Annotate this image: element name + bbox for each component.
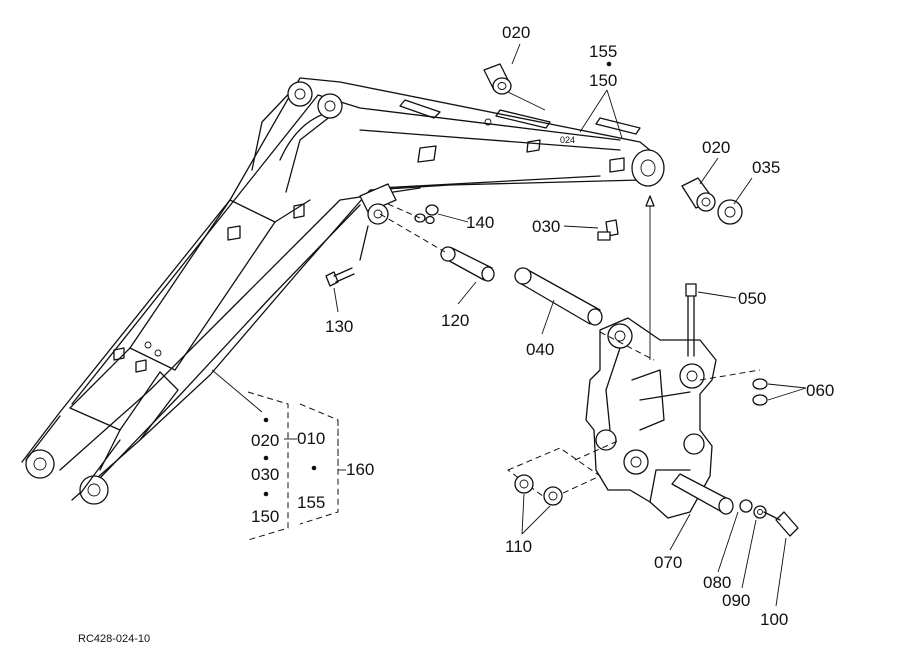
callout-130: 130 bbox=[325, 317, 353, 336]
bushing-020-top bbox=[483, 63, 512, 95]
bolt-100 bbox=[763, 511, 799, 537]
pin-070 bbox=[671, 473, 734, 515]
svg-text:024: 024 bbox=[560, 135, 575, 145]
callout-040: 040 bbox=[526, 340, 554, 359]
callout-060: 060 bbox=[806, 381, 834, 400]
callout-155-top: 155 bbox=[589, 42, 617, 61]
nuts-060 bbox=[752, 378, 768, 406]
callout-020-right: 020 bbox=[702, 138, 730, 157]
callout-110: 110 bbox=[505, 537, 532, 556]
group-155: 155 bbox=[297, 493, 325, 512]
leader-lines bbox=[211, 43, 807, 607]
callout-030: 030 bbox=[532, 217, 560, 236]
bolt-050 bbox=[685, 283, 697, 357]
callout-090: 090 bbox=[722, 591, 750, 610]
swing-bracket bbox=[507, 317, 717, 519]
group-020: 020 bbox=[251, 431, 279, 450]
grease-fitting-030 bbox=[597, 219, 619, 241]
callouts: 020 155 150 020 035 030 140 130 120 040 … bbox=[78, 23, 834, 645]
callout-140: 140 bbox=[466, 213, 494, 232]
bushing-020-right bbox=[681, 177, 716, 212]
washer-080 bbox=[739, 499, 753, 513]
group-010: 010 bbox=[297, 429, 325, 448]
group-bracket bbox=[247, 61, 612, 541]
bolt-130 bbox=[325, 267, 355, 287]
group-150: 150 bbox=[251, 507, 279, 526]
reference-code: RC428-024-10 bbox=[78, 633, 150, 645]
washer-090 bbox=[753, 505, 767, 519]
callout-050: 050 bbox=[738, 289, 766, 308]
callout-020-top: 020 bbox=[502, 23, 530, 42]
boom-arm: 024 bbox=[21, 77, 665, 505]
callout-070: 070 bbox=[654, 553, 682, 572]
nuts-140 bbox=[414, 204, 439, 225]
group-160: 160 bbox=[346, 460, 374, 479]
bushings-110 bbox=[514, 474, 563, 506]
washer-035 bbox=[717, 199, 743, 225]
pin-040 bbox=[514, 267, 603, 326]
callout-100: 100 bbox=[760, 610, 788, 629]
callout-035: 035 bbox=[752, 158, 780, 177]
callout-150-top: 150 bbox=[589, 71, 617, 90]
group-030: 030 bbox=[251, 465, 279, 484]
pin-120 bbox=[440, 246, 495, 282]
callout-120: 120 bbox=[441, 311, 469, 330]
callout-080: 080 bbox=[703, 573, 731, 592]
